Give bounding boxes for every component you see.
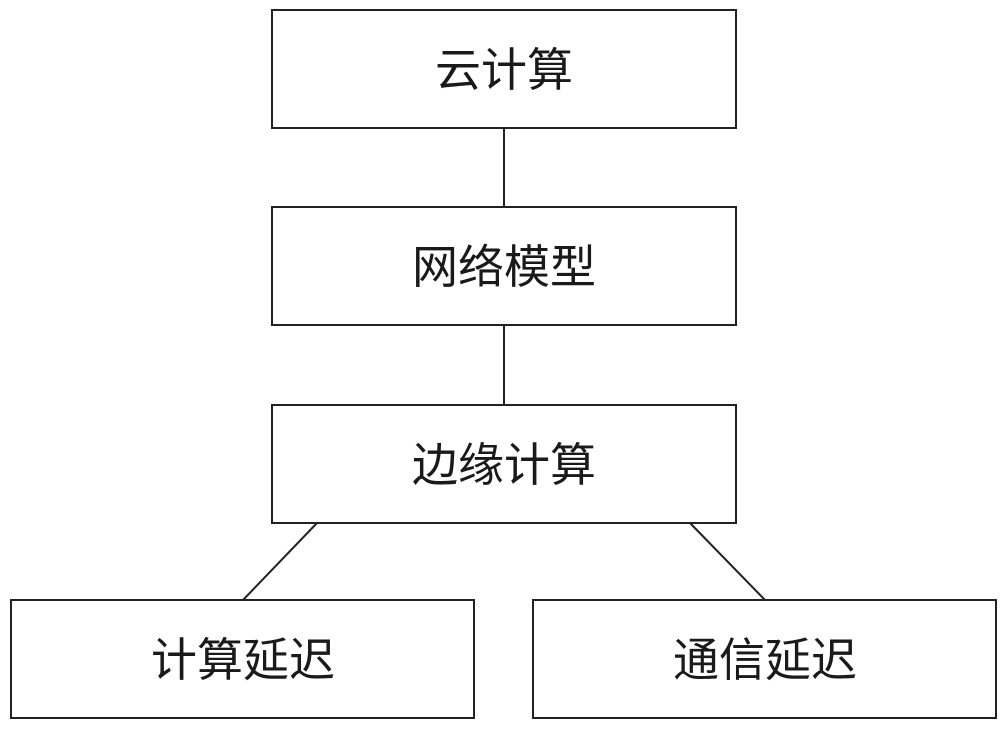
node-comm-delay-box: [532, 599, 997, 719]
node-network-model-box: [271, 206, 737, 326]
node-edge-computing-label: 边缘计算: [412, 438, 596, 492]
node-compute-delay: 计算延迟: [10, 599, 475, 719]
node-comm-delay-label: 通信延迟: [673, 633, 857, 687]
node-network-model-label: 网络模型: [412, 240, 596, 294]
node-comm-delay: 通信延迟: [532, 599, 997, 719]
node-compute-delay-label: 计算延迟: [151, 633, 335, 687]
edge-edge-computing-to-compute-delay: [242, 522, 318, 601]
edge-edge-computing-to-comm-delay: [689, 522, 766, 601]
node-edge-computing-box: [271, 404, 737, 524]
node-cloud-computing-box: [271, 9, 737, 129]
node-cloud-computing: 云计算: [271, 9, 737, 129]
node-compute-delay-box: [10, 599, 475, 719]
node-network-model: 网络模型: [271, 206, 737, 326]
node-cloud-computing-label: 云计算: [435, 43, 573, 97]
node-edge-computing: 边缘计算: [271, 404, 737, 524]
